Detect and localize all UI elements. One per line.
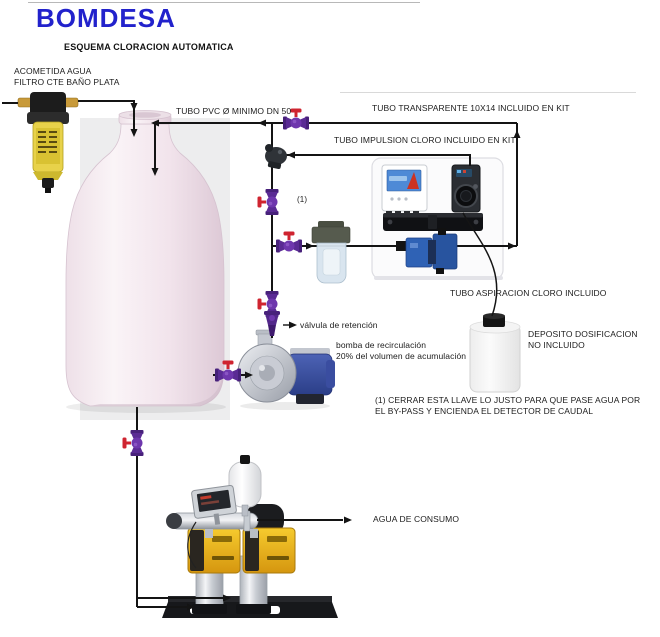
inlet-water-filter: [17, 92, 79, 193]
pressure-vessel: [228, 455, 262, 517]
pump-cable: [187, 521, 197, 569]
label-tubo-transparente: TUBO TRANSPARENTE 10X14 INCLUIDO EN KIT: [372, 103, 570, 113]
check-valve: [264, 311, 280, 336]
dosing-pump: [451, 164, 481, 213]
label-nota-bypass: (1) CERRAR ESTA LLAVE LO JUSTO PARA QUE …: [375, 395, 641, 416]
label-tubo-aspiracion: TUBO ASPIRACION CLORO INCLUIDO: [450, 288, 607, 298]
label-valvula-retencion: válvula de retención: [300, 320, 378, 330]
dosing-tank: [469, 313, 521, 393]
chlorine-injector: [265, 144, 287, 170]
label-deposito-dosificacion: DEPOSITO DOSIFICACION NO INCLUIDO: [528, 329, 638, 350]
label-bomba-recirculacion: bomba de recirculación 20% del volumen d…: [336, 340, 467, 361]
label-acometida-agua: ACOMETIDA AGUA FILTRO CTE BAÑO PLATA: [14, 66, 120, 87]
chlorine-controller: [381, 164, 428, 217]
pump-drive-left: [187, 527, 241, 574]
page-title: ESQUEMA CLORACION AUTOMATICA: [64, 42, 234, 52]
label-valve-ref-1: (1): [297, 195, 308, 204]
pipe-filter-to-tank: [78, 100, 135, 133]
recirculation-pump: [237, 329, 335, 410]
valve-tank-outlet: [122, 430, 144, 456]
booster-pump-set: [162, 455, 338, 618]
storage-tank: [65, 110, 226, 413]
label-agua-consumo: AGUA DE CONSUMO: [373, 514, 460, 524]
pipe-chlorine-suction: [462, 212, 498, 317]
label-tubo-impulsion: TUBO IMPULSION CLORO INCLUIDO EN KIT: [334, 135, 516, 145]
brand-logo: BOMDESA: [36, 3, 176, 33]
pipe-chlorine-impulsion: [284, 154, 471, 166]
pump-drive-right: [242, 527, 296, 574]
booster-control-panel: [191, 484, 237, 525]
panel-manifold: [383, 213, 483, 231]
label-tubo-pvc: TUBO PVC Ø MINIMO DN 50: [176, 106, 292, 116]
flow-detector: [396, 228, 458, 274]
valve-1: [257, 189, 279, 215]
cartridge-filter: [311, 221, 351, 284]
valve-detector-branch: [276, 231, 302, 253]
